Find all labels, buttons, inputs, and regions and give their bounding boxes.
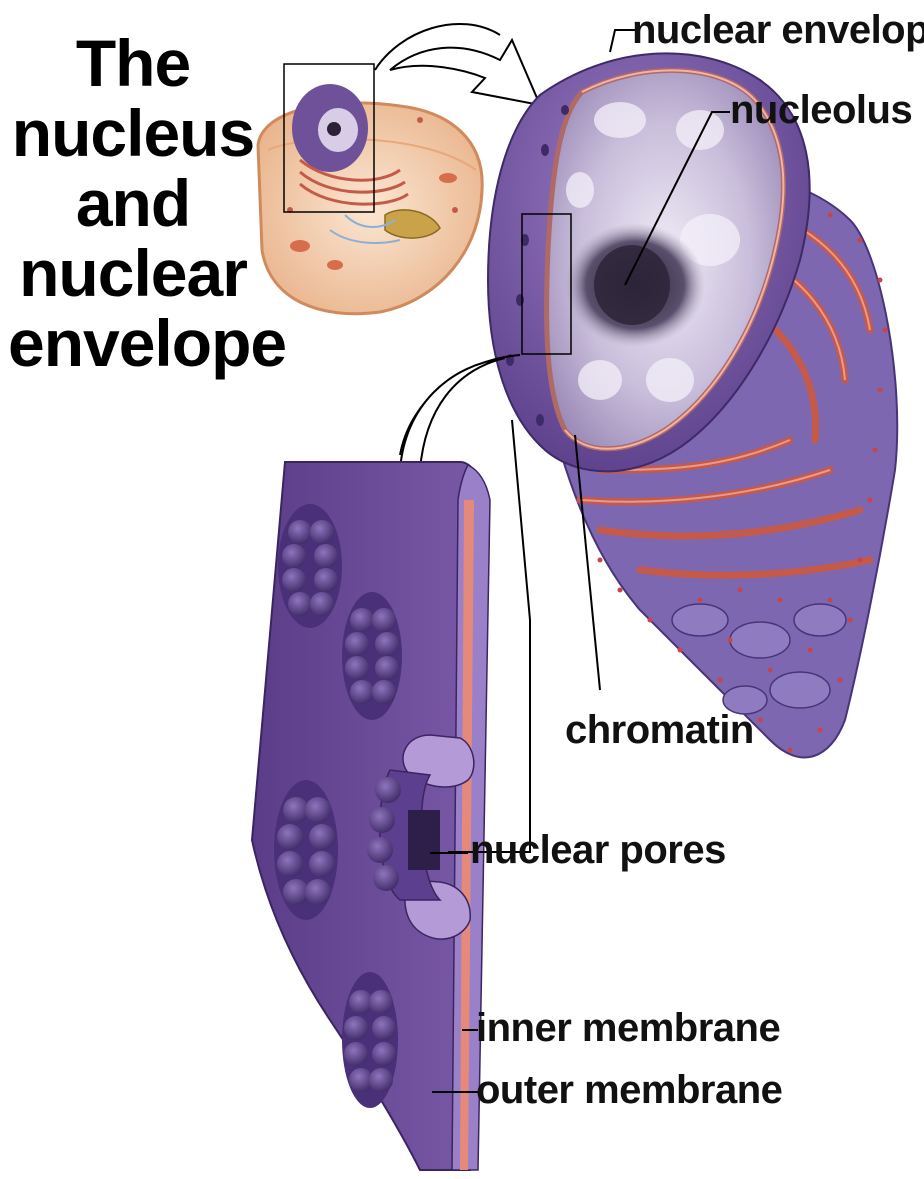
title-line-1: The bbox=[8, 28, 258, 98]
nuclear-envelope-section bbox=[252, 462, 490, 1170]
diagram-title: The nucleus and nuclear envelope bbox=[8, 28, 258, 378]
label-outer-membrane: outer membrane bbox=[476, 1068, 782, 1112]
nucleus-cutaway bbox=[488, 53, 897, 757]
title-line-5: envelope bbox=[8, 308, 258, 378]
title-line-2: nucleus bbox=[8, 98, 258, 168]
whole-cell-illustration bbox=[258, 84, 482, 314]
label-nucleolus: nucleolus bbox=[730, 88, 912, 132]
title-line-4: nuclear bbox=[8, 238, 258, 308]
label-inner-membrane: inner membrane bbox=[476, 1006, 780, 1050]
label-nuclear-pores: nuclear pores bbox=[470, 828, 726, 872]
label-chromatin: chromatin bbox=[565, 708, 754, 752]
label-nuclear-envelope: nuclear envelope bbox=[632, 8, 924, 52]
title-line-3: and bbox=[8, 168, 258, 238]
